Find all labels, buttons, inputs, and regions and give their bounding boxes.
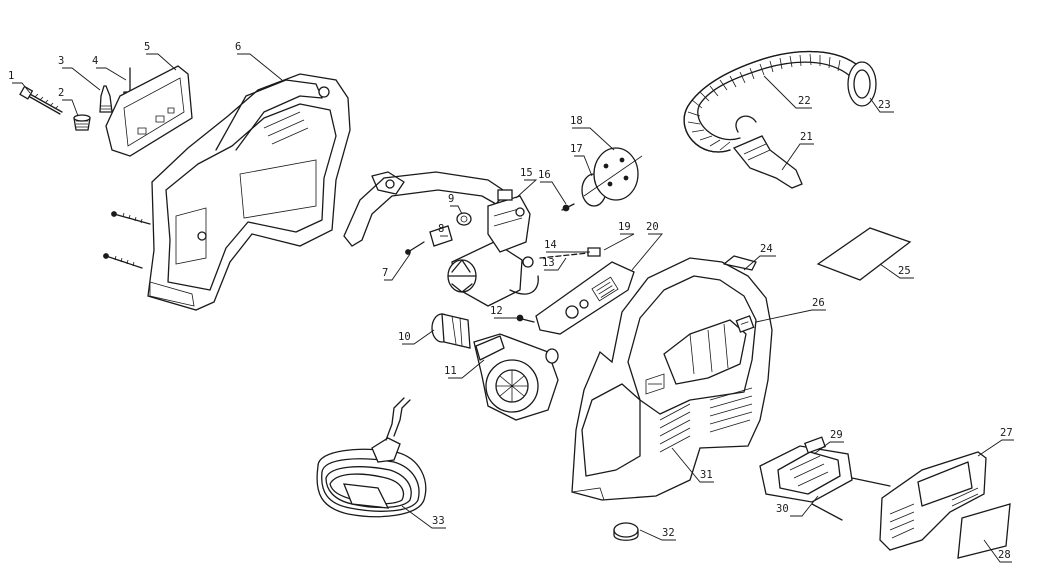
part-21-inflator-nozzle [732, 115, 803, 189]
callout-9: 9 [448, 193, 454, 205]
callout-4: 4 [92, 55, 98, 67]
callout-25: 25 [898, 265, 911, 277]
callout-20: 20 [646, 221, 659, 233]
callout-12: 12 [490, 305, 503, 317]
part-25-label [816, 227, 912, 281]
callout-23: 23 [878, 99, 891, 111]
part-11-blower [473, 333, 559, 421]
callout-15: 15 [520, 167, 533, 179]
callout-28: 28 [998, 549, 1011, 561]
callout-29: 29 [830, 429, 843, 441]
callout-33: 33 [432, 515, 445, 527]
callout-31: 31 [700, 469, 713, 481]
part-5-accessory-holder [105, 65, 193, 157]
part-hose-frame [343, 171, 507, 247]
part-23-hose-end [847, 61, 877, 107]
callout-17: 17 [570, 143, 583, 155]
part-32-rubber-foot [613, 522, 639, 541]
part-33-power-cord [316, 397, 427, 518]
callout-5: 5 [144, 41, 150, 53]
part-6-left-housing [147, 73, 351, 311]
callout-7: 7 [382, 267, 388, 279]
part-27-back-cover [879, 451, 987, 551]
part-10-coupling [431, 313, 471, 349]
callout-14: 14 [544, 239, 557, 251]
leader-lines [12, 53, 1014, 563]
callout-10: 10 [398, 331, 411, 343]
callout-3: 3 [58, 55, 64, 67]
part-28-label [957, 503, 1011, 559]
callout-1: 1 [8, 70, 14, 82]
callout-27: 27 [1000, 427, 1013, 439]
part-29-30-adapter [759, 436, 891, 521]
part-12-screw [516, 314, 535, 323]
callout-30: 30 [776, 503, 789, 515]
part-13-motor [447, 241, 539, 307]
part-20-control-panel [535, 261, 635, 335]
callout-8: 8 [438, 223, 444, 235]
part-1-screw [19, 85, 63, 115]
part-9-cap [456, 212, 472, 226]
part-3-cone-nozzle [99, 85, 113, 113]
housing-screws [103, 211, 151, 269]
callout-11: 11 [444, 365, 457, 377]
part-16-screw [561, 203, 575, 212]
callout-32: 32 [662, 527, 675, 539]
callout-16: 16 [538, 169, 551, 181]
callout-13: 13 [542, 257, 555, 269]
callout-24: 24 [760, 243, 773, 255]
part-14-pin [539, 247, 601, 259]
part-18-valve-plate [583, 147, 643, 201]
callout-2: 2 [58, 87, 64, 99]
part-15-cylinder-head [487, 189, 531, 253]
callout-22: 22 [798, 95, 811, 107]
callout-6: 6 [235, 41, 241, 53]
callout-labels: 1 2 3 4 5 6 7 8 9 10 11 12 13 14 15 16 1… [8, 41, 1013, 561]
callout-26: 26 [812, 297, 825, 309]
callout-19: 19 [618, 221, 631, 233]
part-2-nozzle [73, 114, 91, 131]
part-24-main-housing [571, 255, 773, 501]
part-22-hose [683, 50, 857, 153]
callout-21: 21 [800, 131, 813, 143]
callout-18: 18 [570, 115, 583, 127]
part-7-screw [405, 241, 425, 255]
